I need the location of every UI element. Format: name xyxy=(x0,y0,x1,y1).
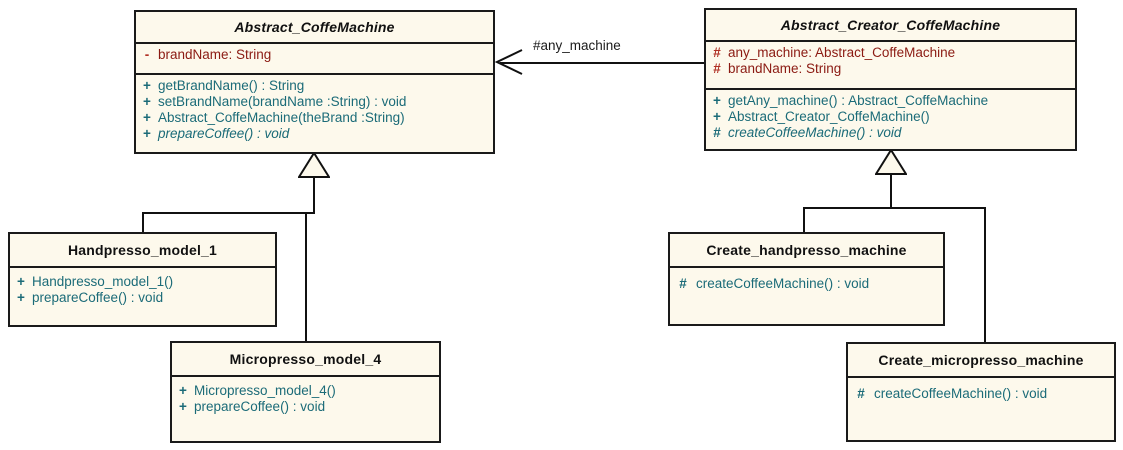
class-name-create-handpresso-machine: Create_handpresso_machine xyxy=(706,242,907,258)
association-open-arrowhead xyxy=(494,48,524,76)
visibility-marker: # xyxy=(713,45,721,60)
attribute-row: # brandName: String xyxy=(706,61,1075,77)
visibility-marker: - xyxy=(144,47,150,62)
operations-compartment-abstract-creator-coffee-machine: + getAny_machine() : Abstract_CoffeMachi… xyxy=(706,88,1075,145)
association-line-any-machine xyxy=(500,62,706,64)
visibility-marker: + xyxy=(713,109,721,124)
operation-row: + prepareCoffee() : void xyxy=(172,399,439,415)
operations-compartment-micropresso-model-4: + Micropresso_model_4() + prepareCoffee(… xyxy=(172,375,439,419)
operation-text: prepareCoffee() : void xyxy=(194,399,326,414)
association-label-any-machine: #any_machine xyxy=(533,38,621,53)
class-create-handpresso-machine[interactable]: Create_handpresso_machine # createCoffee… xyxy=(668,232,945,326)
visibility-marker: # xyxy=(713,125,721,140)
generalization-stem-right xyxy=(890,173,892,209)
visibility-marker: + xyxy=(143,94,151,109)
generalization-drop-create-micropresso xyxy=(984,207,986,343)
visibility-marker: + xyxy=(17,274,25,289)
operation-row: + Micropresso_model_4() xyxy=(172,383,439,399)
operation-row: + getAny_machine() : Abstract_CoffeMachi… xyxy=(706,93,1075,109)
generalization-branch-bar-left xyxy=(142,212,315,214)
generalization-triangle-right xyxy=(874,148,908,175)
operation-row: + prepareCoffee() : void xyxy=(10,290,275,306)
operation-text: createCoffeeMachine() : void xyxy=(874,386,1048,401)
operation-row: + setBrandName(brandName :String) : void xyxy=(136,94,493,110)
attribute-row: # any_machine: Abstract_CoffeMachine xyxy=(706,45,1075,61)
generalization-stem-left xyxy=(313,176,315,214)
attributes-compartment-abstract-coffee-machine: - brandName: String xyxy=(136,42,493,73)
operation-row: # createCoffeeMachine() : void xyxy=(848,386,1114,402)
visibility-marker: + xyxy=(143,110,151,125)
class-handpresso-model-1[interactable]: Handpresso_model_1 + Handpresso_model_1(… xyxy=(8,232,277,327)
operation-text: Handpresso_model_1() xyxy=(32,274,174,289)
attribute-text: any_machine: Abstract_CoffeMachine xyxy=(728,45,956,60)
visibility-marker: + xyxy=(179,399,187,414)
class-name-create-micropresso-machine: Create_micropresso_machine xyxy=(878,352,1084,368)
attribute-text: brandName: String xyxy=(728,61,842,76)
class-name-handpresso-model-1: Handpresso_model_1 xyxy=(67,242,218,258)
class-name-micropresso-model-4: Micropresso_model_4 xyxy=(229,351,382,367)
operation-row: # createCoffeeMachine() : void xyxy=(706,125,1075,141)
operation-row: + prepareCoffee() : void xyxy=(136,126,493,142)
operation-text: Micropresso_model_4() xyxy=(194,383,336,398)
class-name-abstract-coffee-machine: Abstract_CoffeMachine xyxy=(234,19,395,35)
generalization-drop-micropresso xyxy=(305,212,307,343)
operation-text: getAny_machine() : Abstract_CoffeMachine xyxy=(728,93,989,108)
operation-text: Abstract_Creator_CoffeMachine() xyxy=(728,109,930,124)
operation-row: + Abstract_CoffeMachine(theBrand :String… xyxy=(136,110,493,126)
operation-text: setBrandName(brandName :String) : void xyxy=(158,94,407,109)
visibility-marker: + xyxy=(713,93,721,108)
operation-row: + Abstract_Creator_CoffeMachine() xyxy=(706,109,1075,125)
generalization-triangle-left xyxy=(297,151,331,178)
operation-text: prepareCoffee() : void xyxy=(32,290,164,305)
operations-compartment-create-handpresso-machine: # createCoffeeMachine() : void xyxy=(670,266,943,296)
generalization-drop-handpresso xyxy=(142,212,144,233)
operations-compartment-abstract-coffee-machine: + getBrandName() : String + setBrandName… xyxy=(136,73,493,146)
visibility-marker: + xyxy=(143,126,151,141)
generalization-drop-create-handpresso xyxy=(803,207,805,233)
attributes-compartment-abstract-creator-coffee-machine: # any_machine: Abstract_CoffeMachine # b… xyxy=(706,40,1075,88)
operation-text: getBrandName() : String xyxy=(158,78,305,93)
visibility-marker: # xyxy=(857,386,865,401)
generalization-branch-bar-right xyxy=(803,207,985,209)
operations-compartment-handpresso-model-1: + Handpresso_model_1() + prepareCoffee()… xyxy=(10,266,275,310)
visibility-marker: # xyxy=(679,276,687,291)
class-micropresso-model-4[interactable]: Micropresso_model_4 + Micropresso_model_… xyxy=(170,341,441,443)
visibility-marker: + xyxy=(179,383,187,398)
visibility-marker: + xyxy=(17,290,25,305)
operation-text: Abstract_CoffeMachine(theBrand :String) xyxy=(158,110,405,125)
class-abstract-coffee-machine[interactable]: Abstract_CoffeMachine - brandName: Strin… xyxy=(134,10,495,154)
class-create-micropresso-machine[interactable]: Create_micropresso_machine # createCoffe… xyxy=(846,342,1116,442)
operation-text: createCoffeeMachine() : void xyxy=(696,276,870,291)
operations-compartment-create-micropresso-machine: # createCoffeeMachine() : void xyxy=(848,376,1114,406)
operation-row: # createCoffeeMachine() : void xyxy=(670,276,943,292)
class-name-abstract-creator-coffee-machine: Abstract_Creator_CoffeMachine xyxy=(780,17,1001,33)
operation-row: + getBrandName() : String xyxy=(136,78,493,94)
attribute-row: - brandName: String xyxy=(136,47,493,63)
operation-text: createCoffeeMachine() : void xyxy=(728,125,902,140)
operation-row: + Handpresso_model_1() xyxy=(10,274,275,290)
attribute-text: brandName: String xyxy=(158,47,272,62)
visibility-marker: + xyxy=(143,78,151,93)
operation-text: prepareCoffee() : void xyxy=(158,126,290,141)
class-abstract-creator-coffee-machine[interactable]: Abstract_Creator_CoffeMachine # any_mach… xyxy=(704,8,1077,151)
visibility-marker: # xyxy=(713,61,721,76)
